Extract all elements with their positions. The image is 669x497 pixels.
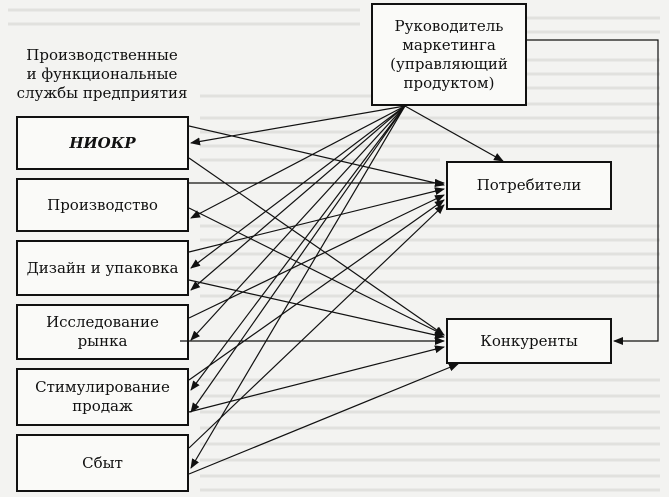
arrow-niokr-to-consumers [189,126,444,185]
arrow-manager-to-promotion [191,106,405,412]
arrow-manager-to-niokr [191,106,405,143]
arrow-research-to-consumers [189,195,444,318]
arrow-manager-to-sales [191,106,405,468]
arrow-manager-to-promotion-2 [191,106,405,390]
arrow-promotion-to-competitors [189,347,444,412]
arrow-manager-to-competitors [527,40,658,341]
arrow-sales-to-competitors [189,364,458,474]
arrow-manager-to-consumers [405,106,503,161]
arrow-manager-to-production [191,106,405,218]
arrow-sales-to-consumers [189,205,444,448]
